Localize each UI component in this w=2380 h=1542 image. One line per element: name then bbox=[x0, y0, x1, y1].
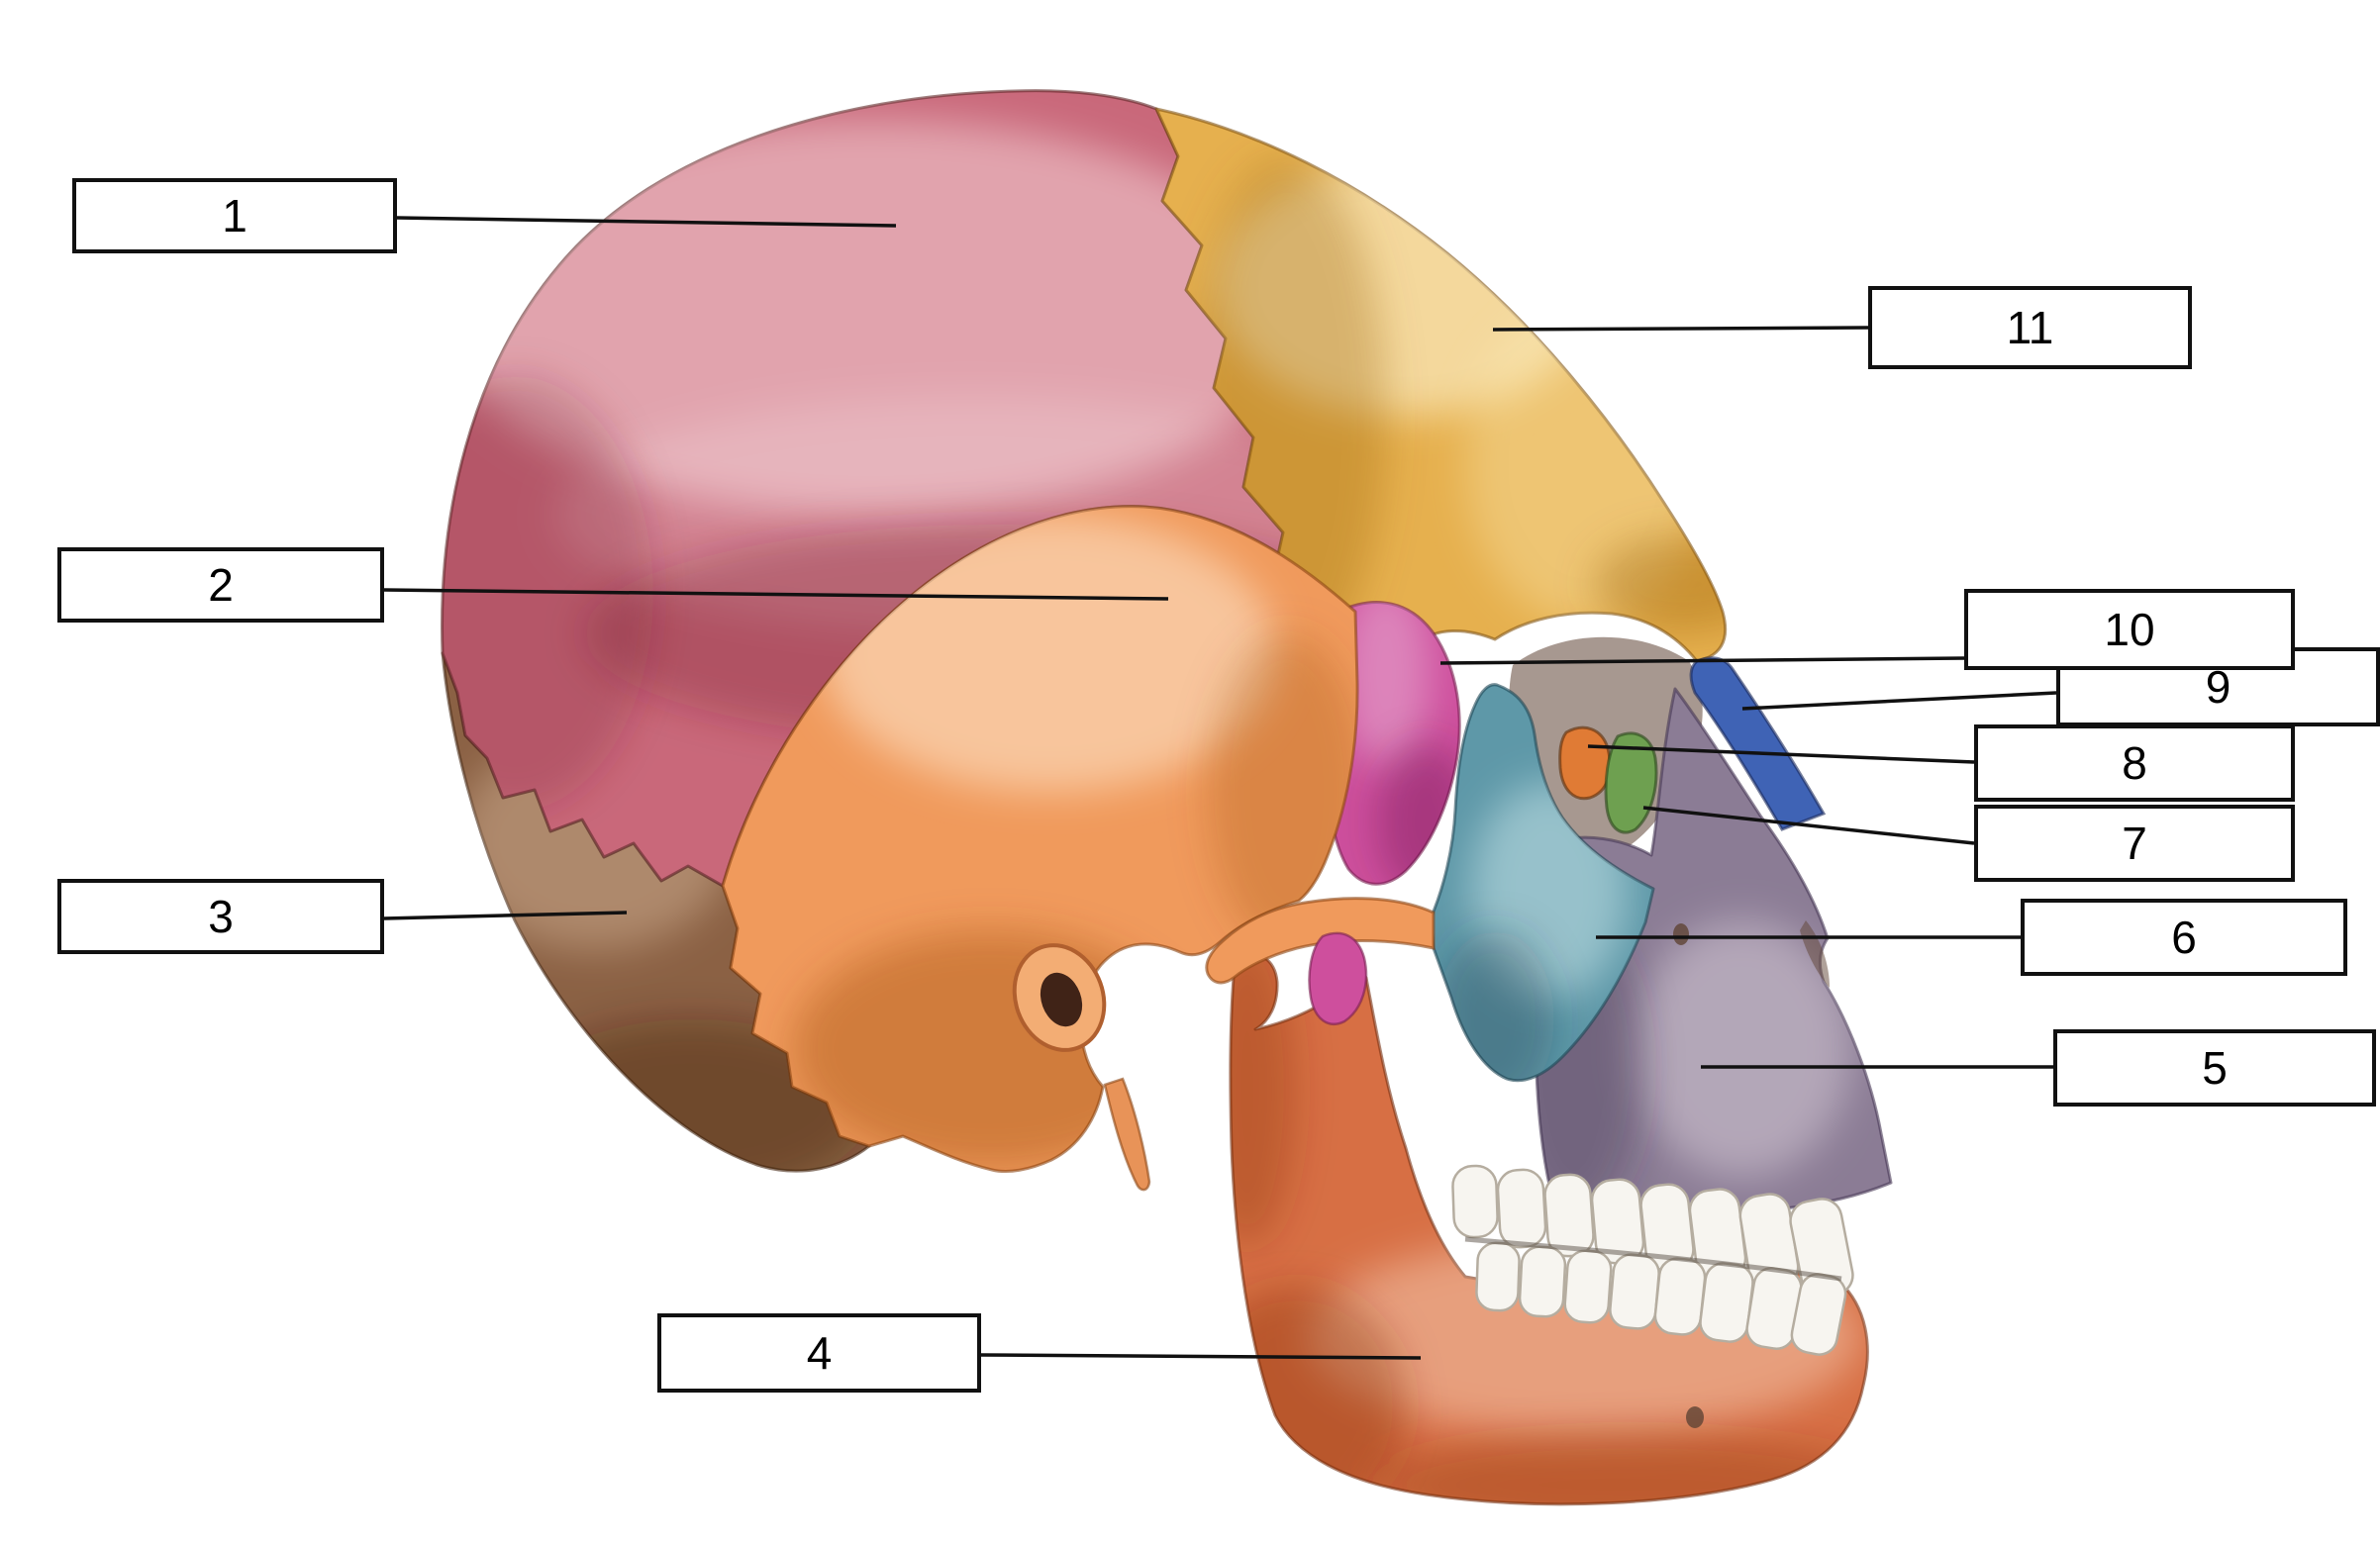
label-box-1-parietal[interactable]: 1 bbox=[72, 178, 397, 253]
ear-canal-opening bbox=[1040, 972, 1083, 1027]
label-box-4-mandible[interactable]: 4 bbox=[657, 1313, 981, 1393]
label-box-11-frontal[interactable]: 11 bbox=[1868, 286, 2192, 369]
label-number: 11 bbox=[2006, 302, 2054, 353]
label-box-8-ethmoid[interactable]: 8 bbox=[1974, 724, 2295, 802]
label-number: 8 bbox=[2122, 737, 2147, 789]
bone-region-sphenoid-lower bbox=[1308, 931, 1368, 1025]
label-number: 5 bbox=[2202, 1042, 2228, 1094]
label-box-6-zygomatic[interactable]: 6 bbox=[2021, 899, 2347, 976]
label-box-10-sphenoid[interactable]: 10 bbox=[1964, 589, 2295, 670]
label-box-7-lacrimal[interactable]: 7 bbox=[1974, 805, 2295, 882]
label-box-2-temporal[interactable]: 2 bbox=[57, 547, 384, 623]
styloid-process bbox=[1103, 1077, 1151, 1192]
label-number: 6 bbox=[2171, 912, 2197, 963]
label-number: 9 bbox=[2205, 661, 2231, 713]
label-number: 4 bbox=[806, 1327, 833, 1379]
label-box-5-maxilla[interactable]: 5 bbox=[2053, 1029, 2376, 1107]
label-number: 10 bbox=[2104, 604, 2155, 655]
label-number: 7 bbox=[2122, 818, 2147, 869]
occlusal-line bbox=[1464, 1236, 1842, 1282]
label-number: 1 bbox=[222, 190, 248, 241]
bone-region-temporal bbox=[721, 505, 1436, 1192]
label-number: 3 bbox=[208, 891, 234, 942]
infraorbital-foramen bbox=[1673, 923, 1689, 945]
label-number: 2 bbox=[208, 559, 234, 611]
label-box-3-occipital[interactable]: 3 bbox=[57, 879, 384, 954]
mental-foramen bbox=[1686, 1406, 1704, 1428]
teeth-upper bbox=[1451, 1164, 1854, 1299]
teeth-lower bbox=[1475, 1241, 1847, 1356]
